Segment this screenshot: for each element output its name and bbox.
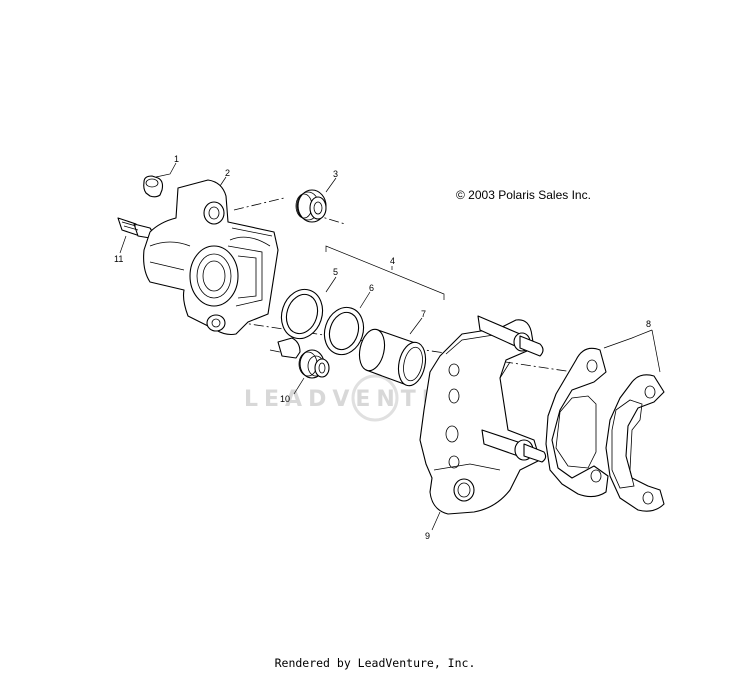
leader-11: [119, 235, 127, 254]
leader-4-bracket: [325, 245, 445, 300]
callout-3: 3: [333, 169, 338, 179]
leader-1: [155, 162, 177, 178]
leader-9: [431, 511, 441, 531]
callout-1: 1: [174, 154, 179, 164]
callout-2: 2: [225, 168, 230, 178]
callout-5: 5: [333, 267, 338, 277]
leader-2: [219, 176, 227, 187]
part-1-bleeder-cap: [143, 175, 164, 198]
part-7-piston: [358, 328, 427, 387]
callout-11: 11: [114, 254, 123, 264]
leader-3: [325, 177, 337, 193]
part-10-pin-boot: [277, 337, 330, 379]
callout-7: 7: [421, 309, 426, 319]
part-2-caliper-body: [143, 179, 279, 336]
callout-6: 6: [369, 283, 374, 293]
part-9-mounting-bracket: [419, 315, 547, 515]
callout-10: 10: [280, 394, 290, 404]
callout-8: 8: [646, 319, 651, 329]
footer-text: Rendered by LeadVenture, Inc.: [274, 656, 476, 670]
leader-5: [325, 276, 337, 293]
leader-7: [409, 317, 423, 335]
part-8-brake-pad-rear: [545, 347, 609, 498]
part-5-seal: [280, 288, 324, 340]
part-3-dust-boot: [295, 189, 327, 223]
axis-line-upper: [233, 197, 285, 211]
leader-8: [603, 329, 661, 373]
leader-10: [293, 377, 305, 395]
callout-9: 9: [425, 531, 430, 541]
part-11-bleeder-screw: [117, 217, 153, 239]
callout-4: 4: [390, 256, 395, 266]
part-6-seal: [323, 306, 365, 356]
leader-6: [359, 291, 371, 309]
copyright-text: © 2003 Polaris Sales Inc.: [456, 188, 591, 202]
part-8-brake-pad-front: [605, 374, 665, 512]
